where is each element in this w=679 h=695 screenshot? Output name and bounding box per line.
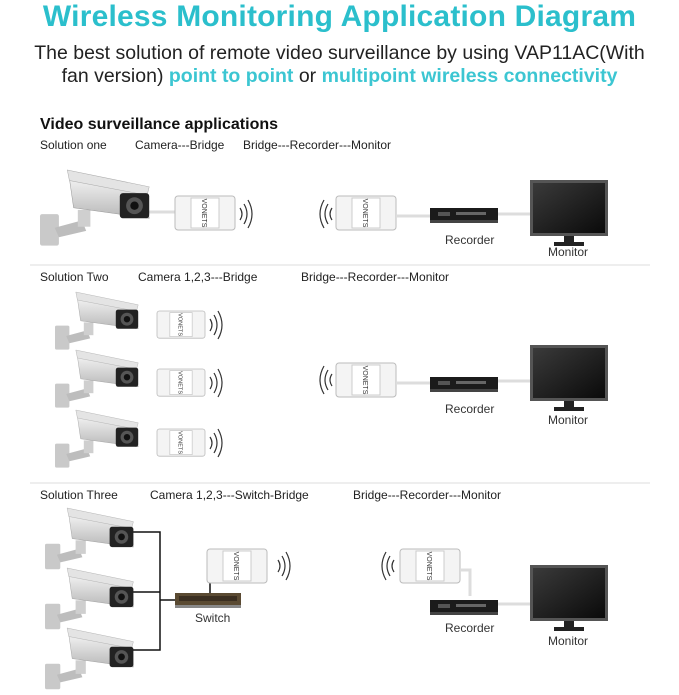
wireless-signal-icon <box>277 551 291 581</box>
monitor-icon <box>530 345 608 411</box>
bridge-icon <box>174 195 236 231</box>
solution-three-right-desc: Bridge---Recorder---Monitor <box>353 488 501 502</box>
subtitle-line-2: fan version) point to point or multipoin… <box>0 65 679 88</box>
bridge-icon <box>399 548 461 584</box>
solution-two-left-desc: Camera 1,2,3---Bridge <box>138 270 258 284</box>
camera-1-icon <box>44 507 134 570</box>
network-cables <box>130 531 211 651</box>
solution-two-right-desc: Bridge---Recorder---Monitor <box>301 270 449 284</box>
camera-2-icon <box>54 349 139 409</box>
bridge-icon <box>335 195 397 231</box>
subtitle-line-1: The best solution of remote video survei… <box>34 42 645 64</box>
recorder-icon <box>430 208 498 223</box>
bridge-icon <box>206 548 268 584</box>
highlight-point-to-point: point to point <box>168 65 294 87</box>
subtitle-text-b: or <box>293 65 322 87</box>
bridge-icon <box>335 362 397 398</box>
solution-one-right-desc: Bridge---Recorder---Monitor <box>243 138 391 152</box>
solution-one-left-desc: Camera---Bridge <box>135 138 225 152</box>
camera-3-icon <box>54 409 139 469</box>
wireless-signal-icon <box>209 310 223 340</box>
recorder-icon <box>430 377 498 392</box>
solution-two-label: Solution Two <box>40 270 109 284</box>
page-title: Wireless Monitoring Application Diagram <box>42 0 637 33</box>
monitor-icon <box>530 180 608 246</box>
recorder-label: Recorder <box>445 402 494 416</box>
monitor-label: Monitor <box>548 245 588 259</box>
recorder-label: Recorder <box>445 621 494 635</box>
switch-icon <box>175 593 241 608</box>
wireless-signal-icon <box>319 199 333 229</box>
monitor-label: Monitor <box>548 634 588 648</box>
wireless-signal-icon <box>381 551 395 581</box>
switch-label: Switch <box>195 611 230 625</box>
bridge-icon <box>156 428 206 457</box>
section-title: Video surveillance applications <box>40 116 279 133</box>
solution-three-left-desc: Camera 1,2,3---Switch-Bridge <box>150 488 309 502</box>
wireless-signal-icon <box>239 199 253 229</box>
wireless-signal-icon <box>209 368 223 398</box>
highlight-multipoint: multipoint wireless connectivity <box>321 65 618 87</box>
monitor-icon <box>530 565 608 631</box>
recorder-label: Recorder <box>445 233 494 247</box>
recorder-icon <box>430 600 498 615</box>
wireless-signal-icon <box>319 365 333 395</box>
cable <box>460 568 472 596</box>
bridge-icon <box>156 310 206 339</box>
camera-2-icon <box>44 567 134 630</box>
subtitle-text-a: fan version) <box>61 65 169 87</box>
camera-icon <box>39 169 150 247</box>
camera-1-icon <box>54 291 139 351</box>
wireless-signal-icon <box>209 428 223 458</box>
bridge-icon <box>156 368 206 397</box>
solution-one-label: Solution one <box>40 138 107 152</box>
monitor-label: Monitor <box>548 413 588 427</box>
solution-three-label: Solution Three <box>40 488 118 502</box>
camera-3-icon <box>44 627 134 690</box>
